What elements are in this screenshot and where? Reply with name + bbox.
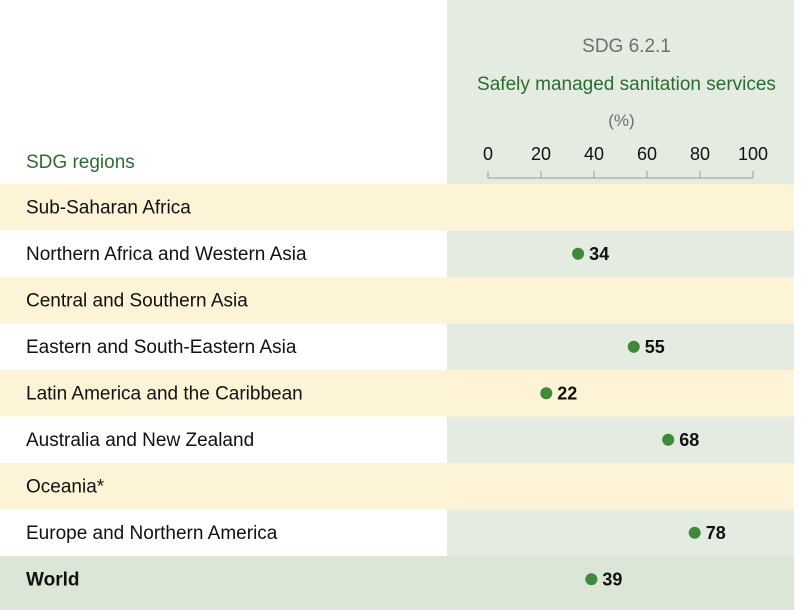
data-point bbox=[688, 526, 701, 539]
region-label: Latin America and the Caribbean bbox=[26, 383, 303, 404]
data-point bbox=[627, 340, 640, 353]
region-label: Northern Africa and Western Asia bbox=[26, 244, 307, 265]
region-label: Europe and Northern America bbox=[26, 523, 278, 544]
axis-unit-label: (%) bbox=[608, 111, 634, 130]
x-tick-label: 60 bbox=[637, 144, 657, 164]
regions-heading: SDG regions bbox=[26, 152, 135, 173]
region-label: World bbox=[26, 569, 79, 590]
row-band bbox=[0, 463, 794, 510]
data-value-label: 78 bbox=[706, 523, 726, 543]
data-value-label: 34 bbox=[589, 244, 609, 264]
data-value-label: 39 bbox=[602, 569, 622, 589]
region-label: Eastern and South-Eastern Asia bbox=[26, 337, 297, 358]
marks-layer: 34 55 22 68 78 39 bbox=[540, 244, 726, 589]
indicator-code: SDG 6.2.1 bbox=[582, 36, 671, 57]
data-point bbox=[540, 387, 553, 400]
data-value-label: 68 bbox=[679, 430, 699, 450]
x-tick-label: 40 bbox=[584, 144, 604, 164]
data-value-label: 22 bbox=[557, 383, 577, 403]
data-point bbox=[585, 573, 598, 586]
row-band bbox=[0, 370, 794, 417]
x-tick-label: 80 bbox=[690, 144, 710, 164]
data-point bbox=[662, 433, 675, 446]
x-tick-label: 100 bbox=[738, 144, 768, 164]
x-axis: 0 20 40 60 80 100 bbox=[483, 144, 768, 179]
row-band bbox=[0, 277, 794, 324]
indicator-title: Safely managed sanitation services bbox=[477, 74, 776, 95]
region-label: Central and Southern Asia bbox=[26, 290, 248, 311]
data-point bbox=[572, 247, 585, 260]
data-value-label: 55 bbox=[645, 337, 665, 357]
region-label: Sub-Saharan Africa bbox=[26, 197, 191, 218]
x-tick-label: 20 bbox=[531, 144, 551, 164]
region-label: Australia and New Zealand bbox=[26, 430, 254, 451]
row-band bbox=[0, 184, 794, 231]
world-row-band bbox=[0, 556, 794, 610]
region-label: Oceania* bbox=[26, 476, 105, 497]
x-tick-label: 0 bbox=[483, 144, 493, 164]
